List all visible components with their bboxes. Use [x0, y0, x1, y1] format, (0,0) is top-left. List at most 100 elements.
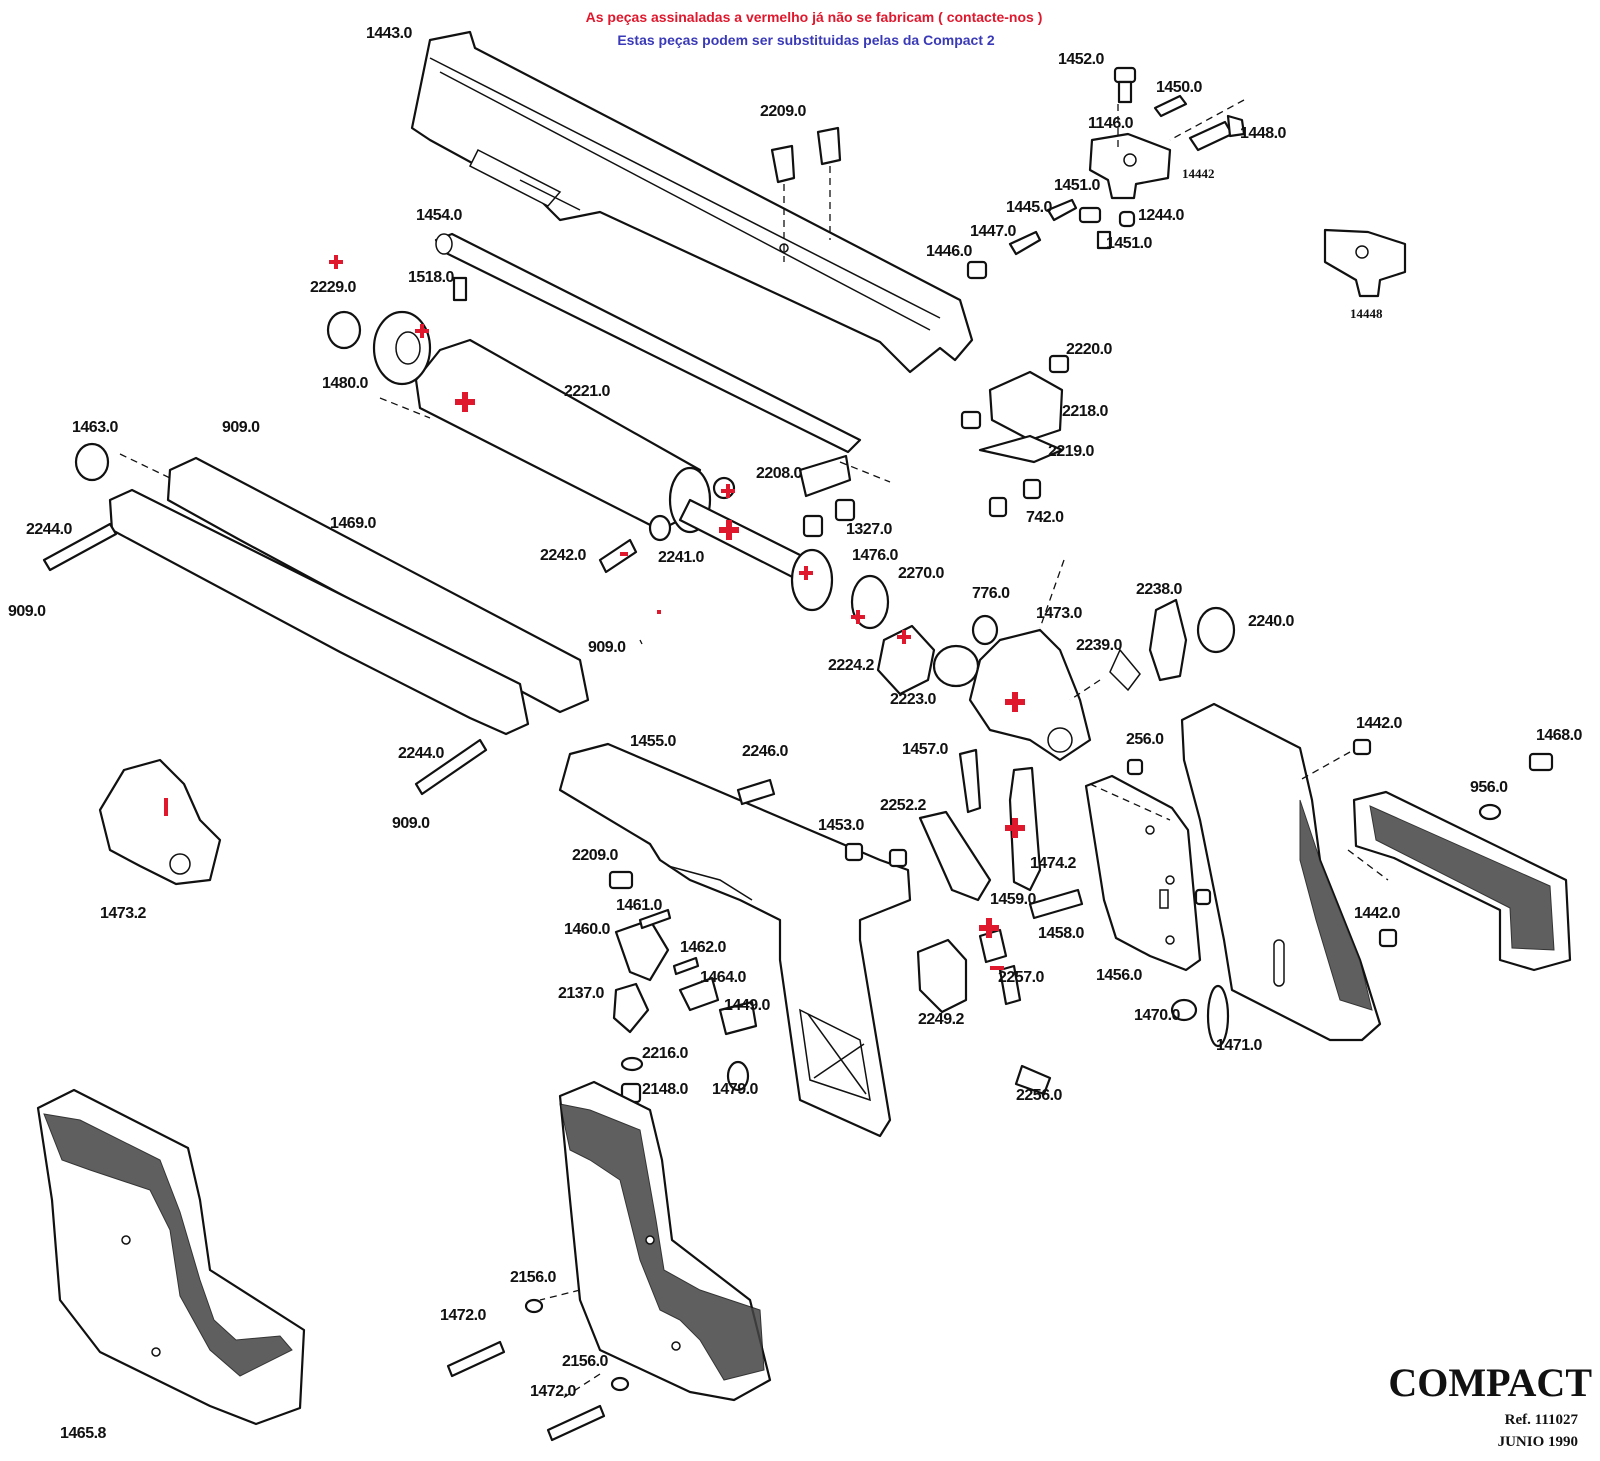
- part-label: 1473.2: [100, 905, 147, 922]
- model-title: COMPACT: [1388, 1360, 1592, 1405]
- part-label: 2224.2: [828, 657, 875, 674]
- part-label: 1474.2: [1030, 855, 1077, 872]
- part-label: 1461.0: [616, 897, 663, 914]
- red-marker: [164, 798, 168, 816]
- red-marker: [719, 520, 739, 540]
- part-label: 14442: [1182, 166, 1215, 181]
- grip-1465-8: [36, 1088, 306, 1426]
- part-label: 256.0: [1126, 731, 1164, 748]
- part-label: 1452.0: [1058, 51, 1105, 68]
- part-label: 909.0: [8, 603, 46, 620]
- reference-number: Ref. 111027: [1505, 1412, 1579, 1428]
- part-label: 956.0: [1470, 779, 1508, 796]
- rear-sight-14442: [1088, 132, 1172, 200]
- part-label: 2244.0: [398, 745, 445, 762]
- part-label: 1451.0: [1106, 235, 1153, 252]
- part-label: 1448.0: [1240, 125, 1287, 142]
- red-marker: [990, 966, 1004, 970]
- frame-1455: [558, 742, 912, 1138]
- discontinued-note: As peças assinaladas a vermelho já não s…: [586, 9, 1043, 25]
- red-marker: [851, 610, 865, 624]
- part-label: 1457.0: [902, 741, 949, 758]
- pins-2209: [770, 126, 842, 262]
- part-label: 2257.0: [998, 969, 1045, 986]
- part-label: 1479.0: [712, 1081, 759, 1098]
- part-label: 1462.0: [680, 939, 727, 956]
- sideplate-1456: [1084, 774, 1202, 972]
- part-label: 2219.0: [1048, 443, 1095, 460]
- hammer-1473: [968, 628, 1092, 762]
- part-label: 2240.0: [1248, 613, 1295, 630]
- part-label: 1443.0: [366, 25, 413, 42]
- part-label: 2270.0: [898, 565, 945, 582]
- part-label: 909.0: [222, 419, 260, 436]
- discontinued-markers: [164, 255, 1025, 970]
- red-marker: [620, 552, 628, 556]
- red-marker: [415, 324, 429, 338]
- part-label: 2246.0: [742, 743, 789, 760]
- red-marker: [799, 566, 813, 580]
- part-label: 1469.0: [330, 515, 377, 532]
- part-label: 2148.0: [642, 1081, 689, 1098]
- part-label: 1463.0: [72, 419, 119, 436]
- part-label: 2242.0: [540, 547, 587, 564]
- part-label: 1450.0: [1156, 79, 1203, 96]
- part-label: 1459.0: [990, 891, 1037, 908]
- part-label: 1472.0: [530, 1383, 577, 1400]
- part-label: 2229.0: [310, 279, 357, 296]
- part-label: 1244.0: [1138, 207, 1185, 224]
- part-label: 2256.0: [1016, 1087, 1063, 1104]
- replacement-note: Estas peças podem ser substituidas pelas…: [617, 32, 995, 48]
- part-label: 1447.0: [970, 223, 1017, 240]
- part-label: 1442.0: [1356, 715, 1403, 732]
- part-label: 14448: [1350, 306, 1383, 321]
- part-label: 2252.2: [880, 797, 927, 814]
- sight-screws: [966, 66, 1246, 280]
- part-label: 2156.0: [562, 1353, 609, 1370]
- part-label: 1451.0: [1054, 177, 1101, 194]
- valve-parts: [736, 748, 1084, 1096]
- revision-date: JUNIO 1990: [1498, 1434, 1578, 1450]
- red-marker: [329, 255, 343, 269]
- part-label: 1460.0: [564, 921, 611, 938]
- part-label: 776.0: [972, 585, 1010, 602]
- part-label: 2220.0: [1066, 341, 1113, 358]
- cover-2218: [960, 354, 1070, 518]
- part-label: 1473.0: [1036, 605, 1083, 622]
- rod-1454: [434, 232, 862, 454]
- links-1469: [42, 442, 590, 796]
- part-label: 1453.0: [818, 817, 865, 834]
- part-label: 2238.0: [1136, 581, 1183, 598]
- sear-2238: [1109, 598, 1236, 692]
- part-labels: 1443.0 1452.0 1450.0 1146.0 1448.0 14442…: [8, 25, 1583, 1442]
- part-label: 1471.0: [1216, 1037, 1263, 1054]
- part-label: 2218.0: [1062, 403, 1109, 420]
- part-label: 2249.2: [918, 1011, 965, 1028]
- part-label: 2221.0: [564, 383, 611, 400]
- part-label: 2216.0: [642, 1045, 689, 1062]
- part-label: 2223.0: [890, 691, 937, 708]
- part-label: 1445.0: [1006, 199, 1053, 216]
- red-marker: [979, 918, 999, 938]
- part-label: 909.0: [588, 639, 626, 656]
- part-label: 742.0: [1026, 509, 1064, 526]
- barrel-housing: [410, 30, 974, 374]
- part-label: 1449.0: [724, 997, 771, 1014]
- red-marker: [657, 610, 661, 614]
- part-label: 1458.0: [1038, 925, 1085, 942]
- part-label: 1146.0: [1088, 115, 1134, 132]
- part-label: 2209.0: [760, 103, 807, 120]
- part-label: 1465.8: [60, 1425, 107, 1442]
- part-label: 2209.0: [572, 847, 619, 864]
- part-label: 1456.0: [1096, 967, 1143, 984]
- red-marker: [897, 630, 911, 644]
- part-label: 2137.0: [558, 985, 605, 1002]
- part-label: 1446.0: [926, 243, 973, 260]
- grip-left: [446, 1080, 772, 1442]
- red-marker: [1005, 818, 1025, 838]
- part-label: 1472.0: [440, 1307, 487, 1324]
- part-label: 1455.0: [630, 733, 677, 750]
- part-label: 1476.0: [852, 547, 899, 564]
